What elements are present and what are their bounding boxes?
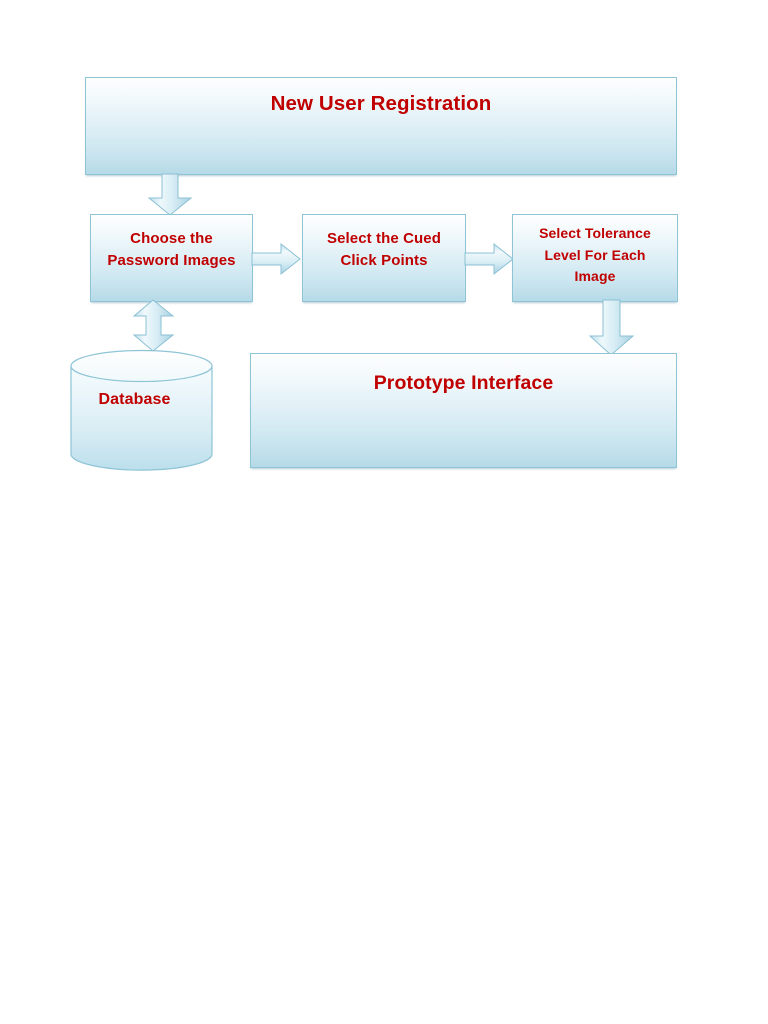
node-database[interactable]: Database <box>70 349 213 471</box>
arrow-tolerance-to-prototype-interface <box>588 299 635 356</box>
node-new-user-registration[interactable]: New User Registration <box>85 77 677 175</box>
node-choose-password-images[interactable]: Choose the Password Images <box>90 214 253 302</box>
node-label-select-tolerance-level: Select Tolerance Level For Each Image <box>539 225 651 285</box>
arrow-title-to-choose-images <box>147 173 193 216</box>
arrow-choose-images-database-bidirectional <box>132 299 176 352</box>
node-prototype-interface[interactable]: Prototype Interface <box>250 353 677 468</box>
node-select-tolerance-level[interactable]: Select Tolerance Level For Each Image <box>512 214 678 302</box>
node-label-choose-password-images: Choose the Password Images <box>107 230 236 269</box>
node-label-database: Database <box>98 391 171 408</box>
arrow-click-points-to-tolerance <box>464 242 514 276</box>
node-label-prototype-interface: Prototype Interface <box>373 372 554 394</box>
cylinder-icon <box>70 349 213 471</box>
node-label-new-user-registration: New User Registration <box>270 92 492 115</box>
node-label-select-cued-click-points: Select the Cued Click Points <box>326 230 442 269</box>
arrow-choose-images-to-click-points <box>251 242 301 276</box>
node-select-cued-click-points[interactable]: Select the Cued Click Points <box>302 214 466 302</box>
